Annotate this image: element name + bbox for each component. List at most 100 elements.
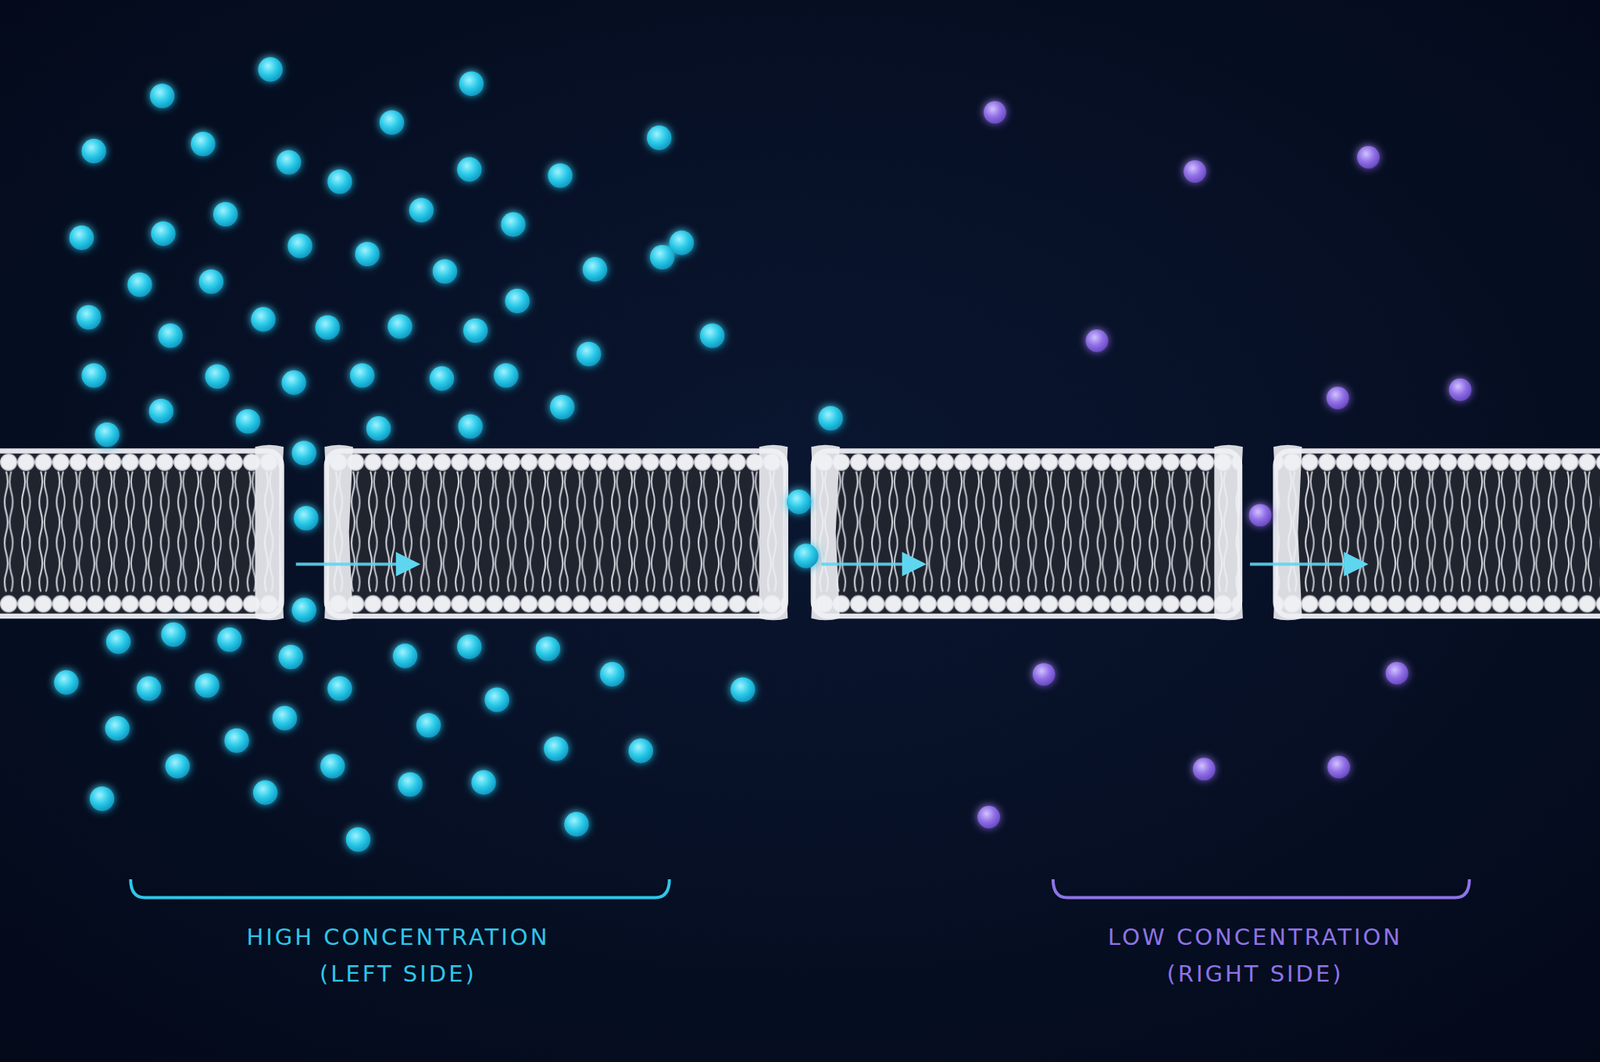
solute-particle <box>94 422 119 447</box>
bracket <box>1053 879 1470 899</box>
solute-particle <box>292 440 317 465</box>
channel-protein <box>324 445 354 622</box>
solute-particle <box>287 233 312 258</box>
region-label: HIGH CONCENTRATION <box>246 924 550 951</box>
solute-particle <box>582 257 608 282</box>
solute-particle <box>429 366 454 391</box>
solute-particle <box>105 716 130 741</box>
solute-particle <box>127 272 152 297</box>
solute-particle <box>818 406 843 431</box>
flow-arrow <box>821 562 908 566</box>
solute-particle <box>150 221 175 247</box>
solute-particle <box>272 706 297 731</box>
solute-particle <box>457 635 482 660</box>
solute-particle <box>257 57 283 82</box>
solute-particle <box>276 150 301 175</box>
solute-particle <box>547 163 572 188</box>
bilayer-segment <box>813 450 1240 617</box>
solute-particle <box>1183 160 1207 183</box>
solute-particle <box>432 259 458 284</box>
solute-particle <box>700 323 725 348</box>
arrow-head <box>396 552 421 577</box>
solute-particle <box>387 314 412 339</box>
solute-particle <box>1192 758 1216 782</box>
bracket <box>130 879 670 899</box>
solute-particle <box>1327 756 1350 779</box>
solute-particle <box>392 643 418 668</box>
flow-arrows <box>296 552 1369 577</box>
solute-particle <box>327 676 352 701</box>
arrow-head <box>902 552 927 577</box>
bilayer-segment <box>0 450 282 617</box>
solute-particle <box>346 827 371 852</box>
flow-arrow <box>296 562 404 566</box>
solute-particle <box>535 636 561 661</box>
solute-particle <box>217 627 242 652</box>
flow-arrow <box>1250 562 1350 566</box>
channel-protein <box>1273 445 1303 622</box>
particles <box>53 57 1472 852</box>
solute-particle <box>350 363 375 388</box>
solute-particle <box>471 770 496 795</box>
solute-particle <box>505 289 530 314</box>
solute-particle <box>576 342 601 367</box>
solute-particle <box>53 670 79 695</box>
solute-particle <box>1032 663 1056 686</box>
solute-particle <box>1449 378 1472 402</box>
solute-particle <box>983 100 1007 124</box>
solute-particle <box>278 645 304 670</box>
solute-particle <box>550 395 575 420</box>
solute-particle <box>1326 386 1350 410</box>
solute-particle <box>250 307 275 332</box>
solute-particle <box>409 198 434 223</box>
solute-particle <box>457 157 482 182</box>
solute-particle <box>89 786 115 811</box>
solute-particle <box>150 83 175 108</box>
solute-particle <box>463 318 488 343</box>
solute-particle <box>327 169 352 194</box>
solute-particle <box>1085 329 1109 353</box>
solute-particle <box>457 414 483 439</box>
solute-particle <box>669 230 694 255</box>
channel-protein <box>759 445 789 622</box>
solute-particle <box>81 139 106 164</box>
solute-particle <box>628 739 654 764</box>
solute-particle <box>136 676 161 701</box>
solute-particle <box>224 728 249 754</box>
solute-particle <box>253 780 278 805</box>
solute-particle <box>493 363 518 388</box>
solute-particle <box>1249 503 1272 527</box>
arrow-head <box>1343 552 1368 577</box>
solute-particle <box>69 225 94 250</box>
solute-particle <box>730 677 755 702</box>
solute-particle <box>500 212 525 237</box>
solute-particle <box>81 363 106 388</box>
region-label: LOW CONCENTRATION <box>1107 924 1403 951</box>
solute-particle <box>320 753 345 779</box>
solute-particle <box>1385 662 1409 686</box>
solute-particle <box>213 202 238 227</box>
solute-particle <box>315 315 340 340</box>
solute-particle <box>786 489 811 515</box>
channel-protein <box>810 445 840 622</box>
bilayer-segment <box>326 450 786 617</box>
solute-particle <box>600 662 625 687</box>
solute-particle <box>793 543 818 568</box>
solute-particle <box>293 506 318 531</box>
solute-particle <box>281 370 306 395</box>
solute-particle <box>366 416 391 441</box>
region-label: (LEFT SIDE) <box>319 960 477 988</box>
region-label: (RIGHT SIDE) <box>1166 960 1343 988</box>
solute-particle <box>199 269 224 294</box>
solute-particle <box>292 598 317 623</box>
solute-particle <box>149 399 174 424</box>
membrane <box>0 445 1600 622</box>
solute-particle <box>106 629 131 654</box>
solute-particle <box>564 812 589 837</box>
solute-particle <box>355 242 380 267</box>
solute-particle <box>459 71 484 97</box>
solute-particle <box>157 323 183 348</box>
bilayer-segment <box>1275 450 1600 617</box>
solute-particle <box>190 132 215 157</box>
